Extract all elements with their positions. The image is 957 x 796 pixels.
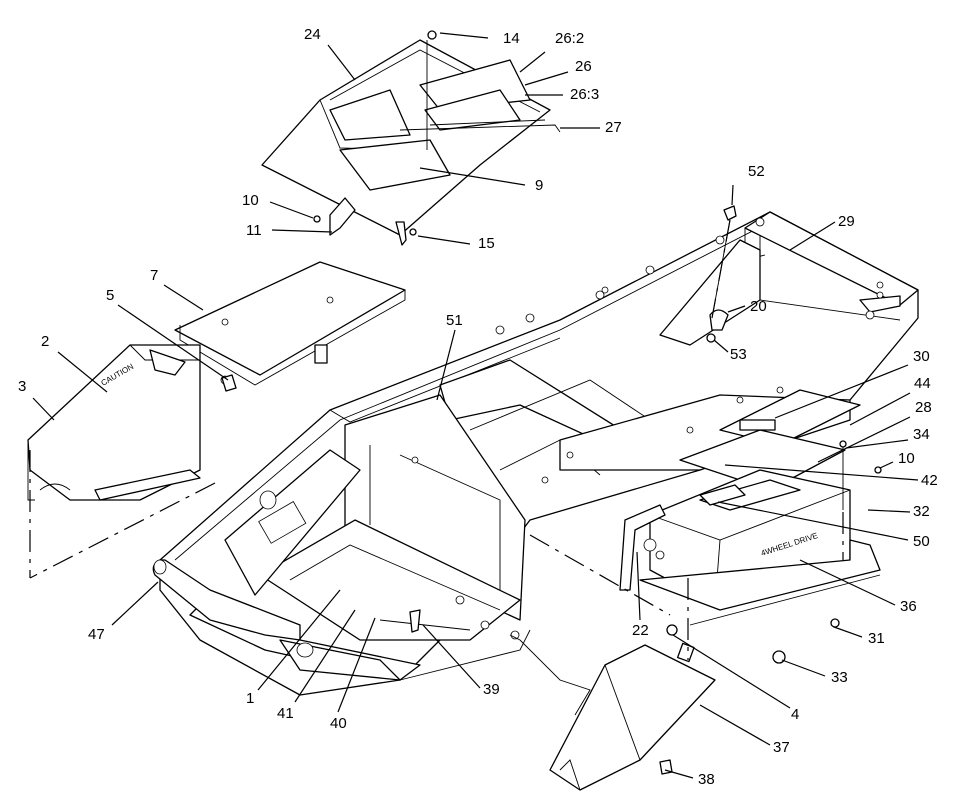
callout-32: 32 xyxy=(913,503,930,520)
callout-22: 22 xyxy=(632,622,649,639)
callout-5: 5 xyxy=(106,287,115,304)
callout-28: 28 xyxy=(915,399,932,416)
callout-7: 7 xyxy=(150,267,159,284)
callout-20: 20 xyxy=(750,298,767,315)
console-panel-24 xyxy=(261,39,561,246)
callout-30: 30 xyxy=(913,348,930,365)
callout-2: 2 xyxy=(41,333,50,350)
callout-26-2: 26:2 xyxy=(555,30,585,47)
callout-53: 53 xyxy=(730,346,747,363)
callout-37: 37 xyxy=(773,739,790,756)
callout-42: 42 xyxy=(921,472,938,489)
callout-34: 34 xyxy=(913,426,930,443)
assembly-lines xyxy=(29,219,844,660)
callout-11: 11 xyxy=(246,222,262,239)
callout-52: 52 xyxy=(748,163,765,180)
callout-3: 3 xyxy=(18,378,27,395)
callout-9: 9 xyxy=(535,177,544,194)
callout-39: 39 xyxy=(483,681,500,698)
callout-41: 41 xyxy=(277,705,294,722)
callout-27: 27 xyxy=(605,119,622,136)
callout-31: 31 xyxy=(868,630,885,647)
lever-22 xyxy=(619,504,666,591)
bumper-tube-47 xyxy=(152,559,301,641)
rear-plates xyxy=(679,389,861,491)
callout-24: 24 xyxy=(304,26,321,43)
callout-51: 51 xyxy=(446,312,463,329)
box-36: 4WHEEL DRIVE xyxy=(639,469,881,626)
panel-7 xyxy=(174,261,406,386)
left-guard-2-3: CAUTION xyxy=(27,344,230,501)
callout-14: 14 xyxy=(503,30,520,47)
callout-40: 40 xyxy=(330,715,347,732)
leader-lines xyxy=(32,32,919,779)
cover-37 xyxy=(509,634,716,791)
callout-10-left: 10 xyxy=(242,192,259,209)
callout-38: 38 xyxy=(698,771,715,788)
callout-44: 44 xyxy=(914,375,931,392)
callout-29: 29 xyxy=(838,213,855,230)
callout-26: 26 xyxy=(575,58,592,75)
callout-10-right: 10 xyxy=(898,450,915,467)
callout-50: 50 xyxy=(913,533,930,550)
callout-4: 4 xyxy=(791,706,800,723)
callout-47: 47 xyxy=(88,626,105,643)
main-frame xyxy=(159,211,919,696)
frame-bolts xyxy=(411,217,884,640)
callout-26-3: 26:3 xyxy=(570,86,600,103)
callout-36: 36 xyxy=(900,598,917,615)
callout-15: 15 xyxy=(478,235,495,252)
callout-1: 1 xyxy=(246,690,255,707)
callout-33: 33 xyxy=(831,669,848,686)
